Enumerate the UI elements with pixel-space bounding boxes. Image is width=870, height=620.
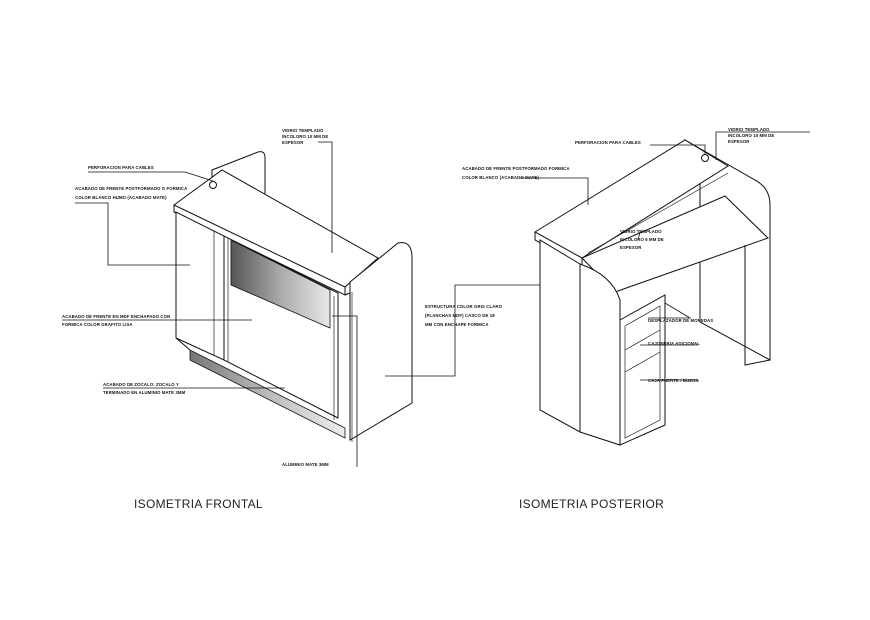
front-note-cable-hole: PERFORACION PARA CABLES [88,165,154,170]
front-note-top-finish-line-1: ACABADO DE FRENTE POSTFORMADO O FORMICA [75,186,187,191]
front-note-panel-finish-line-2: FORMICA COLOR GRAFITO LISA [62,322,133,327]
front-view-caption: ISOMETRIA FRONTAL [134,497,263,511]
front-note-glass-line-1: VIDRIO TEMPLADO [282,128,324,133]
front-note-top-finish-line-2: COLOR BLANCO HUMO (ACABADO MATE) [75,195,167,200]
rear-note-cash-box: CAJA FUERTE / BUZON [648,378,699,383]
rear-note-glass-line-2: INCOLORO 10 MM DE [728,133,774,138]
front-leaders [62,141,580,467]
front-note-panel-finish: ACABADO DE FRENTE EN MDF ENCHAPADO CON F… [62,314,170,327]
front-note-base-finish: ACABADO DE ZOCALO: ZOCALO Y TERMINADO EN… [103,382,186,395]
rear-note-structure-line-2: (PLANCHAS MDF) CASCO DE 18 [425,313,495,318]
rear-leaders [520,131,810,381]
front-note-aluminum: ALUMINIO MATE 3MM [282,462,329,467]
rear-note-structure: ESTRUCTURA COLOR GRIS CLARO (PLANCHAS MD… [425,304,503,327]
front-note-base-finish-line-1: ACABADO DE ZOCALO: ZOCALO Y [103,382,179,387]
rear-note-glass: VIDRIO TEMPLADO INCOLORO 10 MM DE ESPESO… [728,127,774,144]
rear-note-desk-glass-line-2: INCOLORO 6 MM DE [620,237,664,242]
front-note-top-finish: ACABADO DE FRENTE POSTFORMADO O FORMICA … [75,186,187,200]
rear-view-caption: ISOMETRIA POSTERIOR [519,497,664,511]
rear-note-top-finish-line-2: COLOR BLANCO (ACABADO MATE) [462,175,539,180]
rear-note-desk-glass-line-1: VIDRIO TEMPLADO [620,229,662,234]
rear-note-cable-hole: PERFORACION PARA CABLES [575,140,641,145]
rear-note-structure-line-3: MM CON ENCHAPE FORMICA [425,322,489,327]
front-note-glass-line-2: INCOLORO 10 MM DE [282,134,328,139]
front-note-glass: VIDRIO TEMPLADO INCOLORO 10 MM DE ESPESO… [282,128,328,145]
front-counter-drawing [173,151,413,442]
front-note-panel-finish-line-1: ACABADO DE FRENTE EN MDF ENCHAPADO CON [62,314,170,319]
rear-note-drawer: DESPLAZADOR DE MONEDAS [648,318,713,323]
rear-note-shelf: CAJONERIA ADICIONAL [648,341,700,346]
rear-note-glass-line-3: ESPESOR [728,139,750,144]
rear-note-glass-line-1: VIDRIO TEMPLADO [728,127,770,132]
rear-note-top-finish-line-1: ACABADO DE FRENTE POSTFORMADO FORMICA [462,166,570,171]
rear-counter-drawing [534,138,771,446]
front-note-base-finish-line-2: TERMINADO EN ALUMINIO MATE 3MM [103,390,186,395]
rear-note-desk-glass: VIDRIO TEMPLADO INCOLORO 6 MM DE ESPESOR [620,229,664,250]
front-note-glass-line-3: ESPESOR [282,140,304,145]
rear-note-top-finish: ACABADO DE FRENTE POSTFORMADO FORMICA CO… [462,166,570,180]
rear-note-structure-line-1: ESTRUCTURA COLOR GRIS CLARO [425,304,503,309]
rear-note-desk-glass-line-3: ESPESOR [620,245,642,250]
